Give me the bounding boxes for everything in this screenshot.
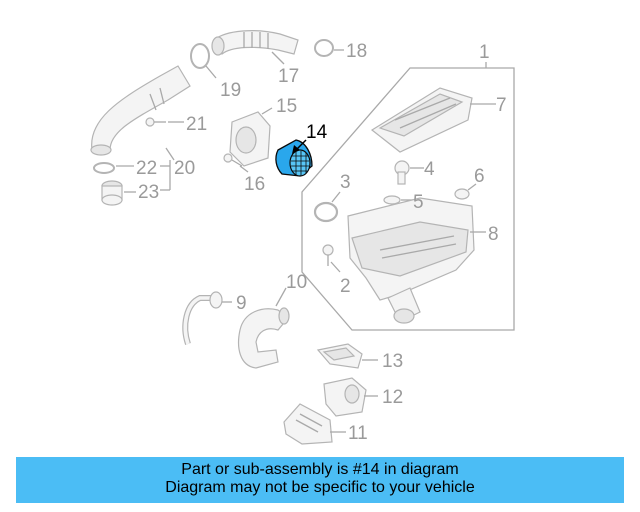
part-9-breather-hose: [182, 291, 223, 345]
leader-10: [275, 287, 287, 307]
callout-14: 14: [306, 122, 328, 143]
leader-14-arrow: [292, 145, 300, 154]
part-18-clamp: [314, 39, 334, 57]
part-23-coupler: [101, 180, 123, 206]
callout-12: 12: [382, 387, 403, 408]
part-16-screw: [223, 153, 243, 167]
callout-19: 19: [220, 80, 241, 101]
leader-3: [331, 191, 341, 203]
part-10-intake-hose: [237, 307, 290, 369]
leader-6: [467, 183, 477, 191]
caption-banner: Part or sub-assembly is #14 in diagram D…: [16, 457, 624, 503]
part-15-sensor-housing: [229, 111, 271, 167]
callout-4: 4: [424, 159, 435, 180]
callout-18: 18: [346, 41, 367, 62]
callout-23: 23: [138, 182, 159, 203]
leader-15: [261, 107, 273, 115]
part-14-highlighted[interactable]: [275, 139, 313, 177]
callout-3: 3: [340, 172, 351, 193]
part-7-upper-cover: [370, 87, 473, 153]
callout-13: 13: [382, 351, 403, 372]
leader-16: [239, 165, 249, 173]
part-12-resonator: [323, 377, 367, 417]
leader-2: [330, 261, 341, 273]
part-5-grommet: [383, 195, 401, 205]
part-20-intake-pipe: [90, 65, 191, 156]
callout-17: 17: [278, 66, 299, 87]
caption-line-2: Diagram may not be specific to your vehi…: [165, 479, 475, 496]
assembly-outline: [301, 67, 515, 331]
callout-11: 11: [348, 423, 368, 444]
part-3-ring: [313, 201, 339, 223]
callout-1: 1: [479, 42, 490, 63]
part-2-screw: [322, 244, 334, 266]
callout-16: 16: [244, 174, 265, 195]
callout-5: 5: [413, 192, 424, 213]
leader-17: [271, 51, 285, 65]
callout-7: 7: [496, 95, 507, 116]
callout-20: 20: [174, 158, 195, 179]
part-21-bolt: [145, 117, 166, 127]
leader-19: [205, 65, 217, 79]
callout-9: 9: [236, 293, 247, 314]
part-11-duct: [283, 403, 333, 445]
callout-2: 2: [340, 276, 351, 297]
callout-22: 22: [136, 158, 157, 179]
callout-15: 15: [276, 96, 297, 117]
callout-21: 21: [186, 114, 207, 135]
callout-8: 8: [488, 224, 499, 245]
part-17-bellows-hose: [211, 30, 299, 56]
part-6-seal: [454, 188, 470, 200]
leader-20-top: [165, 147, 175, 161]
part-13-deflector: [316, 343, 363, 369]
part-22-ring: [93, 162, 115, 174]
callout-6: 6: [474, 166, 485, 187]
part-8-filter-housing: [347, 197, 475, 324]
callout-10: 10: [286, 272, 307, 293]
part-4-clip: [394, 160, 410, 185]
caption-line-1: Part or sub-assembly is #14 in diagram: [181, 461, 459, 478]
part-19-clamp: [190, 43, 210, 69]
